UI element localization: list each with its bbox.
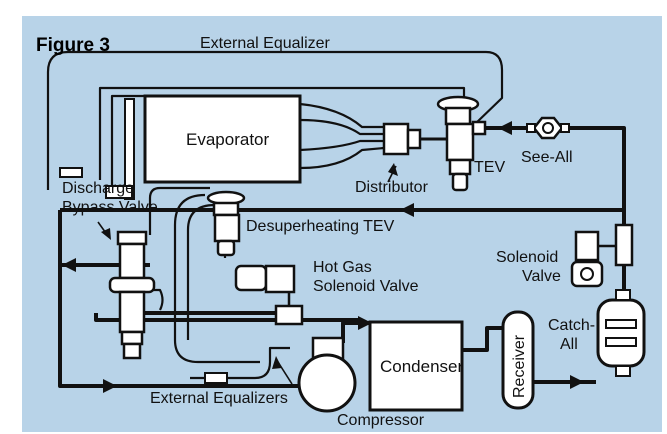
condenser-label: Condenser (380, 357, 464, 376)
hot-gas-valve-body (274, 304, 304, 326)
catch-all-outlet (615, 365, 631, 377)
desuperheating-tev-cap (216, 239, 236, 257)
compressor-body (297, 353, 357, 413)
hot-gas-coil (264, 264, 296, 294)
equalizer-loop-2 (186, 203, 216, 340)
equalizer-loop-1 (173, 193, 260, 364)
evaporator-end-plate (105, 185, 133, 199)
bypass-valve-bottom (120, 330, 144, 346)
external-equalizers-line (190, 346, 290, 380)
bypass-valve-top (116, 230, 148, 246)
catch-all-label-line2: All (560, 336, 578, 353)
return-left-vertical (58, 210, 305, 388)
tev-bonnet (444, 106, 472, 126)
hot-gas-label-line1: Hot Gas (313, 259, 372, 276)
distributor-nozzle (406, 128, 422, 150)
desuperheating-tev-bonnet (212, 201, 240, 217)
bypass-valve-cap (122, 342, 142, 360)
evaporator-circuit-6 (299, 102, 384, 129)
see-all-fitting-left (526, 123, 536, 133)
tev-inlet (471, 120, 487, 136)
equalizer-loop-3 (148, 186, 210, 235)
tev-adjuster (448, 158, 472, 176)
receiver-label: Receiver (511, 334, 528, 398)
see-all-fitting-right (560, 123, 570, 133)
catch-all-body (596, 298, 646, 368)
external-equalizer-label: External Equalizer (200, 35, 331, 52)
bypass-valve-bell (108, 276, 156, 294)
external-equalizer-line (46, 50, 504, 190)
desuperheating-tev-label: Desuperheating TEV (246, 218, 395, 235)
arrow-distributor (388, 163, 398, 176)
hot-gas-line (94, 313, 360, 322)
discharge-bypass-label-line1: Discharge (62, 180, 134, 197)
see-all-label: See-All (521, 149, 573, 166)
desuperheating-tev-body (213, 213, 241, 243)
solenoid-valve-head (570, 260, 604, 288)
distributor-leader (387, 165, 397, 183)
tev-cap (451, 172, 469, 192)
equalizer-fitting-left (59, 167, 83, 178)
thin-tubes (46, 50, 504, 380)
receiver-tank (501, 310, 535, 410)
bypass-valve-upper (118, 242, 146, 280)
arrow-bypass-return (62, 258, 76, 272)
distributor-label: Distributor (355, 179, 429, 196)
solenoid-valve-body (614, 223, 634, 267)
equalizers-leader (277, 361, 293, 385)
discharge-bypass-label-line2: Bypass Valve (62, 199, 158, 216)
evaporator-circuit-3 (299, 118, 384, 136)
arrow-liquid (498, 121, 512, 135)
evaporator-circuit-5 (299, 146, 385, 170)
compressor-label: Compressor (337, 412, 425, 429)
solenoid-power-icon (580, 267, 594, 281)
hot-gas-head (234, 264, 268, 292)
catch-all-inlet (615, 289, 631, 301)
tev-label: TEV (474, 159, 505, 176)
catch-all-band-2 (605, 337, 637, 347)
bypass-leader (97, 221, 109, 237)
solenoid-valve-label-line1: Solenoid (496, 249, 558, 266)
arrow-return (103, 379, 117, 393)
hot-gas-label-line2: Solenoid Valve (313, 278, 419, 295)
see-all-window (542, 122, 554, 134)
catch-all-band-1 (605, 319, 637, 329)
evaporator-circuit-4 (299, 139, 384, 152)
arrow-suction (400, 203, 414, 217)
bypass-valve-body (118, 290, 146, 334)
arrow-receiver-out (570, 375, 584, 389)
equalizer-loop-4 (138, 288, 164, 311)
condenser-to-receiver-line (462, 326, 503, 352)
catch-all-label-line1: Catch- (548, 317, 595, 334)
tev-body (445, 122, 475, 162)
figure-label: Figure 3 (36, 35, 110, 56)
distributor-body (382, 122, 410, 156)
leader-lines (97, 165, 397, 385)
evaporator-label: Evaporator (186, 130, 269, 149)
arrow-discharge (358, 316, 372, 330)
external-equalizers-label: External Equalizers (150, 390, 288, 407)
condenser-box (368, 320, 464, 412)
evaporator-box (143, 94, 302, 184)
solenoid-valve-label-line2: Valve (522, 268, 561, 285)
external-equalizers-fitting (204, 372, 228, 384)
evaporator-circuit-2 (110, 94, 145, 186)
solenoid-valve-coil (574, 230, 600, 262)
